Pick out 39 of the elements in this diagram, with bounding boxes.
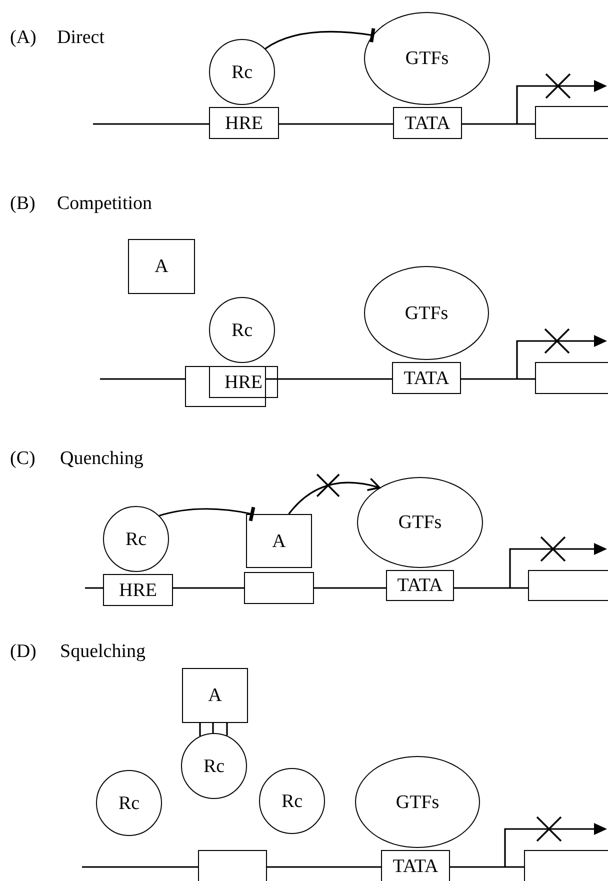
activator-box: A [182, 668, 248, 723]
promoter-box: TATA [381, 850, 450, 881]
binding-line [199, 723, 201, 736]
gene-box [535, 106, 608, 139]
panel-title: Competition [57, 193, 152, 215]
activator-box: A [246, 514, 312, 568]
activator-box: A [128, 239, 195, 294]
factor-ellipse: GTFs [355, 756, 480, 848]
binding-site-box [244, 572, 314, 604]
receptor-circle: Rc [96, 770, 162, 836]
panel-letter: (A) [10, 27, 36, 49]
promoter-box: TATA [386, 570, 454, 601]
panel-letter: (D) [10, 641, 36, 663]
panel-title: Direct [57, 27, 104, 49]
response-element-box: HRE [209, 366, 278, 398]
binding-site-box [185, 366, 266, 407]
response-element-box: HRE [209, 107, 279, 139]
panel-letter: (B) [10, 193, 36, 215]
receptor-circle: Rc [209, 39, 275, 105]
panel-title: Quenching [60, 448, 144, 470]
receptor-circle: Rc [181, 733, 247, 799]
gene-box [535, 362, 608, 394]
factor-ellipse: GTFs [357, 477, 483, 568]
binding-line [226, 723, 228, 736]
factor-ellipse: GTFs [364, 12, 490, 105]
binding-site-box [198, 850, 267, 881]
receptor-circle: Rc [103, 506, 169, 572]
panel-letter: (C) [10, 448, 36, 470]
gene-box [528, 570, 608, 601]
binding-line [212, 723, 214, 734]
response-element-box: HRE [103, 574, 173, 606]
factor-ellipse: GTFs [364, 266, 489, 360]
arrow [288, 478, 380, 515]
promoter-box: TATA [393, 107, 462, 139]
receptor-circle: Rc [259, 768, 325, 834]
panel-title: Squelching [60, 641, 146, 663]
promoter-box: TATA [392, 362, 461, 394]
gene-box [524, 850, 608, 881]
receptor-circle: Rc [209, 297, 275, 363]
